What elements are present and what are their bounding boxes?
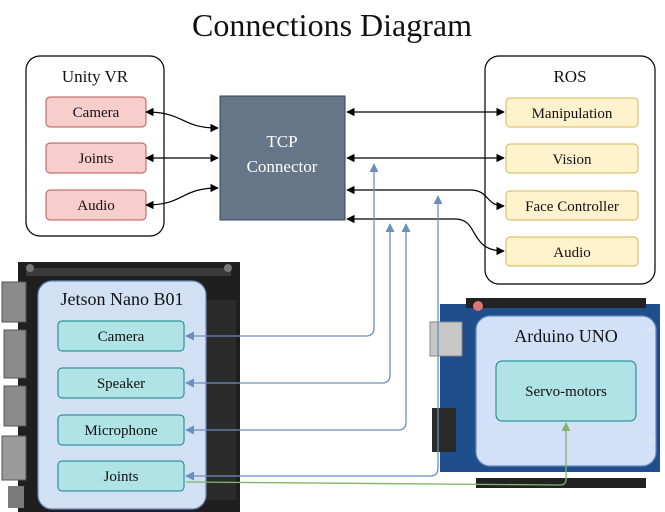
jetson-label: Jetson Nano B01	[61, 289, 184, 309]
ros-item-vision: Vision	[505, 143, 639, 174]
unity-vr-label: Unity VR	[62, 67, 129, 86]
svg-text:Vision: Vision	[552, 152, 592, 168]
svg-text:TCP: TCP	[266, 132, 297, 151]
joints-servo-connector	[185, 422, 571, 486]
svg-text:Audio: Audio	[553, 245, 591, 261]
svg-text:Face Controller: Face Controller	[525, 199, 619, 215]
unity-item-audio: Audio	[45, 189, 147, 221]
jetson-tcp-connectors	[185, 163, 443, 481]
diagram-title: Connections Diagram	[192, 7, 472, 43]
svg-text:Audio: Audio	[77, 198, 115, 214]
svg-text:Joints: Joints	[103, 469, 138, 485]
unity-item-joints: Joints	[45, 142, 147, 174]
arduino-label: Arduino UNO	[514, 326, 618, 346]
svg-text:Manipulation: Manipulation	[532, 106, 613, 122]
svg-text:Camera: Camera	[73, 105, 120, 121]
svg-text:Speaker: Speaker	[97, 376, 145, 392]
jetson-item-speaker: Speaker	[57, 367, 185, 399]
svg-text:Connector: Connector	[247, 157, 318, 176]
jetson-item-microphone: Microphone	[57, 414, 185, 446]
jetson-item-joints: Joints	[57, 460, 185, 492]
svg-text:Camera: Camera	[98, 329, 145, 345]
arduino-item-servo-motors: Servo-motors	[495, 360, 637, 422]
tcp-ros-connectors	[346, 107, 505, 256]
unity-item-camera: Camera	[45, 96, 147, 128]
ros-item-audio: Audio	[505, 236, 639, 267]
svg-text:Joints: Joints	[78, 151, 113, 167]
svg-text:Microphone: Microphone	[84, 423, 158, 439]
ros-item-face-controller: Face Controller	[505, 190, 639, 221]
ros-item-manipulation: Manipulation	[505, 97, 639, 128]
jetson-item-camera: Camera	[57, 320, 185, 352]
ros-label: ROS	[553, 67, 586, 86]
tcp-connector-box: TCP Connector	[219, 95, 346, 221]
svg-text:Servo-motors: Servo-motors	[525, 384, 607, 400]
